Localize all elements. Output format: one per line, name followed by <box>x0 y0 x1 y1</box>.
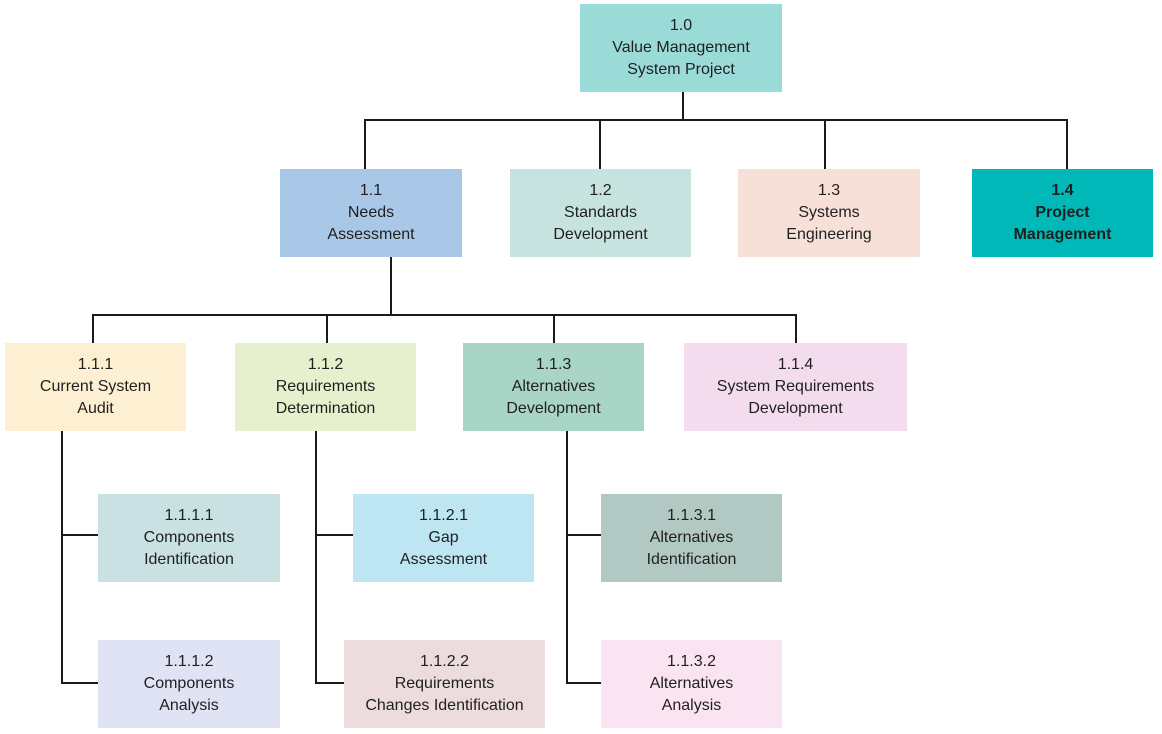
node-number: 1.1.3.2 <box>667 653 716 670</box>
node-number: 1.1.1.1 <box>164 507 214 524</box>
node-number: 1.1 <box>359 182 383 199</box>
node-number: 1.1.2.2 <box>420 653 469 670</box>
node-number: 1.4 <box>1051 182 1074 199</box>
node-label: Changes Identification <box>365 697 524 714</box>
node-label: Value Management <box>612 39 750 56</box>
node-label: Management <box>1013 226 1112 243</box>
node-label: System Project <box>627 61 735 78</box>
node-label: Alternatives <box>649 529 734 546</box>
node-label: Requirements <box>394 675 495 692</box>
node-label: Development <box>748 400 843 417</box>
node-label: System Requirements <box>716 378 875 395</box>
node-label: Systems <box>798 204 860 221</box>
node-number: 1.3 <box>817 182 841 199</box>
node-label: Needs <box>347 204 395 221</box>
node-number: 1.2 <box>589 182 612 199</box>
node-number: 1.1.4 <box>777 356 814 373</box>
node-label: Alternatives <box>511 378 596 395</box>
node-label: Requirements <box>275 378 376 395</box>
node-label: Assessment <box>327 226 415 243</box>
node-label: Development <box>506 400 601 417</box>
node-label: Identification <box>646 551 737 568</box>
node-label: Analysis <box>159 697 219 714</box>
node-label: Components <box>143 675 235 692</box>
node-label: Current System <box>39 378 152 395</box>
node-label: Assessment <box>399 551 488 568</box>
node-label: Gap <box>428 529 459 546</box>
node-label: Engineering <box>786 226 872 243</box>
node-label: Audit <box>77 400 114 417</box>
node-number: 1.1.1 <box>77 356 114 373</box>
node-number: 1.1.2.1 <box>419 507 468 524</box>
node-label: Components <box>143 529 235 546</box>
node-label: Determination <box>275 400 376 417</box>
node-label: Identification <box>144 551 234 568</box>
node-number: 1.1.2 <box>307 356 344 373</box>
node-label: Standards <box>564 204 637 221</box>
node-label: Development <box>553 226 648 243</box>
node-number: 1.1.3.1 <box>667 507 716 524</box>
node-number: 1.1.3 <box>535 356 572 373</box>
node-label: Alternatives <box>649 675 734 692</box>
node-label: Analysis <box>661 697 722 714</box>
node-number: 1.0 <box>669 17 693 34</box>
node-number: 1.1.1.2 <box>164 653 214 670</box>
node-label: Project <box>1035 204 1090 221</box>
